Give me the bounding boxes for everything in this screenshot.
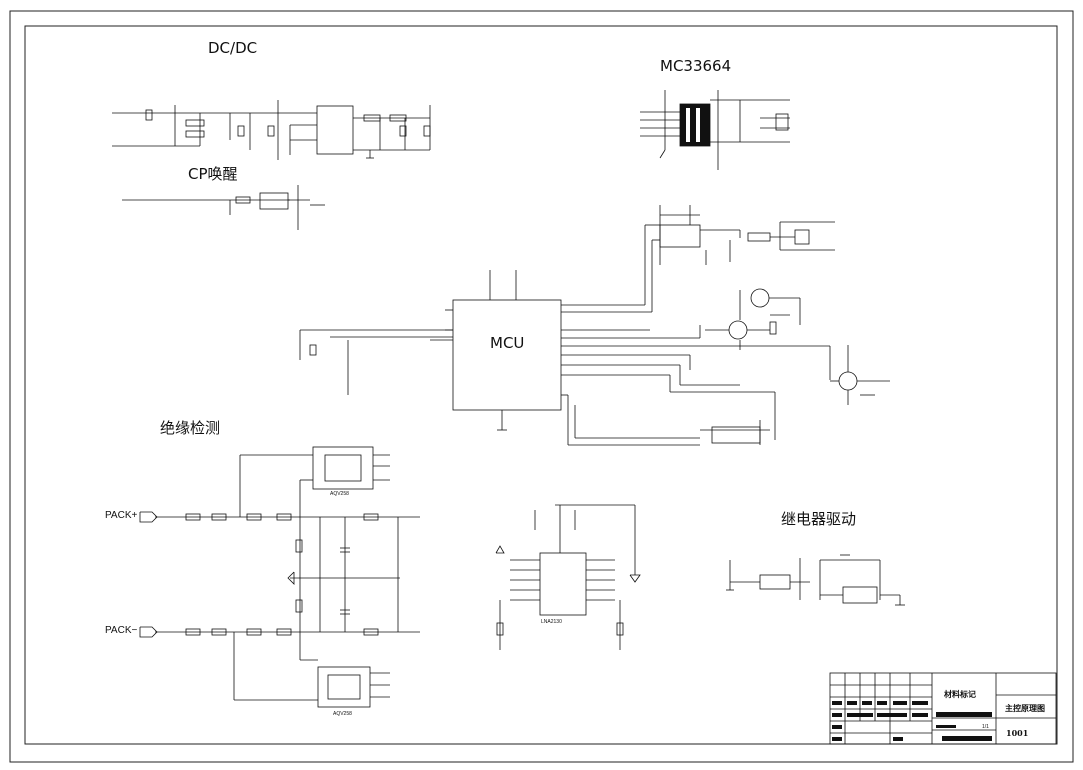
pack-minus-port: PACK− — [105, 625, 138, 636]
dcdc-circuit — [112, 100, 431, 160]
transistor-circuit-right — [830, 345, 890, 405]
relay-title: 继电器驱动 — [781, 510, 857, 528]
dcdc-title: DC/DC — [208, 39, 258, 57]
mcu-circuit — [299, 225, 831, 446]
aqv-bottom-label: AQV258 — [333, 711, 352, 717]
drawing-number: 1001 — [1006, 728, 1029, 738]
can-circuit — [645, 205, 835, 265]
outer-frame — [9, 10, 1074, 763]
insulation-title: 绝缘检测 — [160, 419, 221, 437]
sheet-number: 1/1 — [982, 724, 989, 730]
relay-circuit — [726, 554, 905, 606]
inner-frame — [24, 25, 1058, 745]
material-mark: 材料标记 — [944, 689, 976, 699]
drawing-name: 主控原理图 — [1005, 703, 1045, 713]
mcu-label: MCU — [490, 334, 525, 352]
transistor-circuit-upper — [705, 288, 801, 350]
insulation-circuit — [139, 446, 420, 708]
mc33664-title: MC33664 — [660, 57, 732, 75]
cp-wake-circuit — [122, 185, 325, 230]
pack-plus-port: PACK+ — [105, 510, 138, 521]
amplifier-label: LNA2130 — [541, 619, 562, 625]
mc33664-circuit — [640, 90, 790, 170]
aqv-top-label: AQV258 — [330, 491, 349, 497]
cp-wake-title: CP唤醒 — [188, 165, 238, 183]
title-block-bars — [832, 701, 992, 741]
title-block-grid — [829, 672, 1057, 745]
amplifier-circuit — [495, 504, 641, 650]
